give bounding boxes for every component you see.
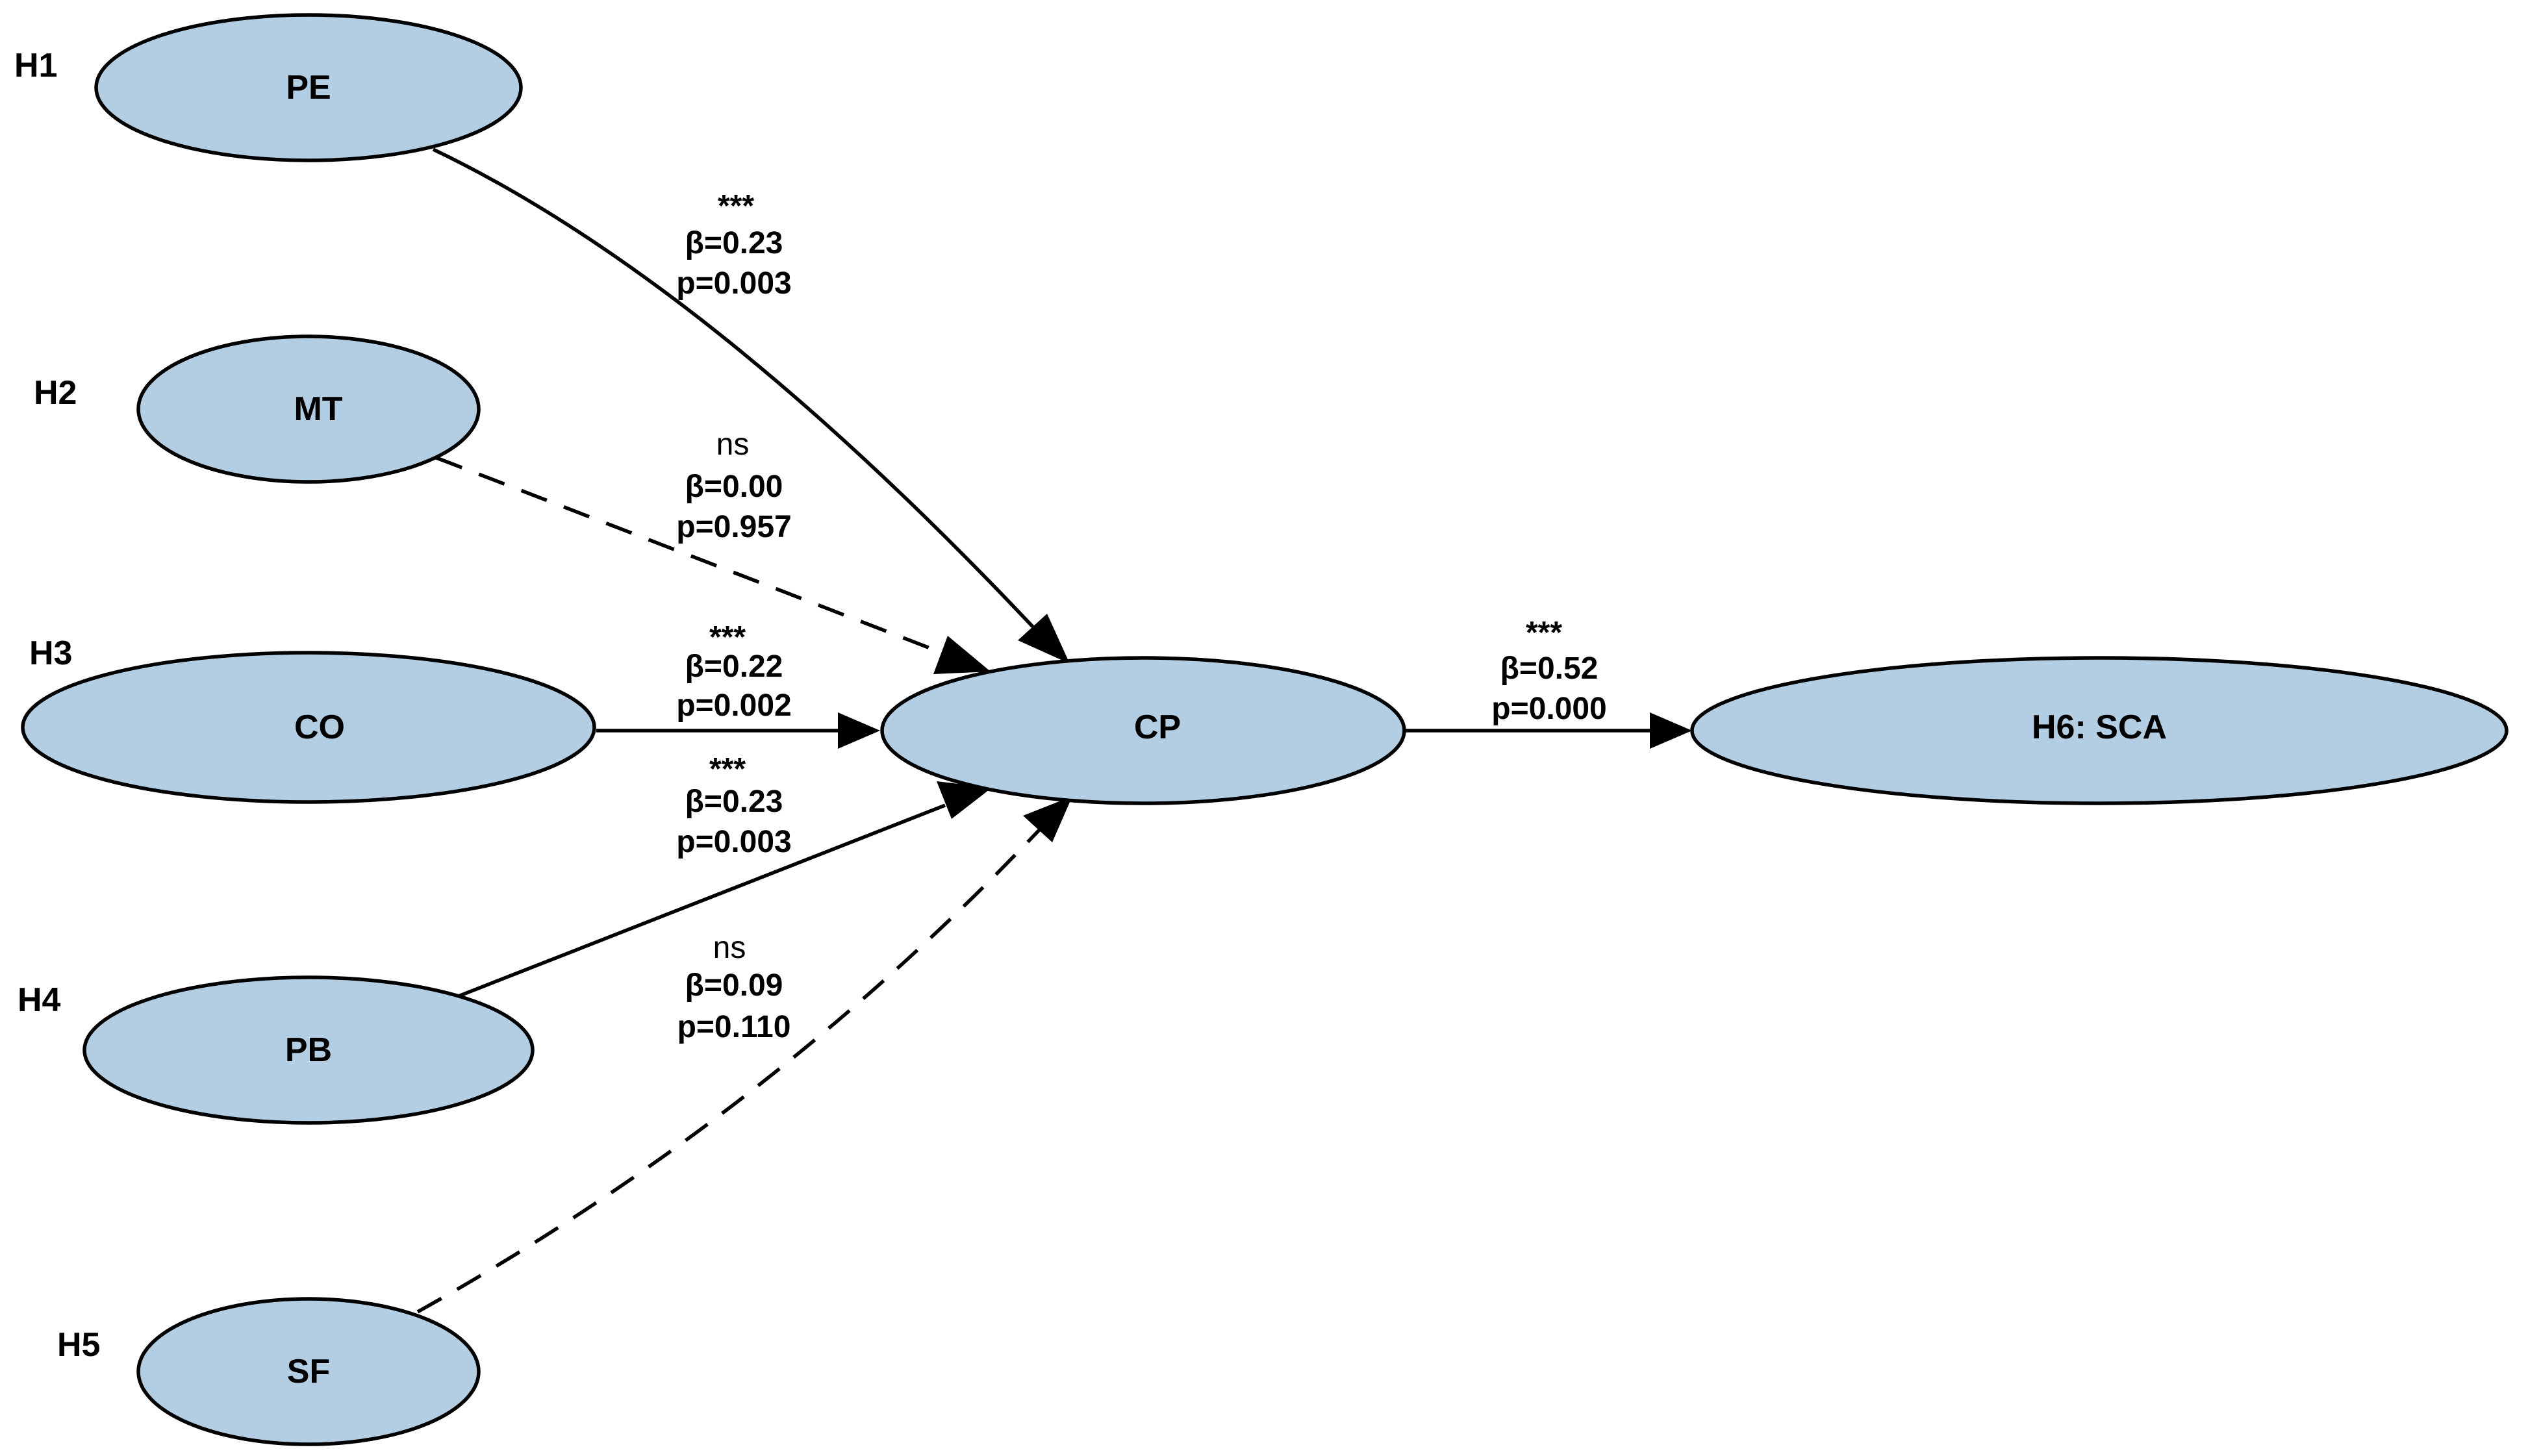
path-label-cp-sca-beta: β=0.52 <box>1500 651 1599 686</box>
node-co-shape <box>21 651 596 804</box>
node-sf: SF <box>136 1297 481 1446</box>
path-label-co-cp-p: p=0.002 <box>676 688 791 723</box>
node-cp: CP <box>880 656 1406 805</box>
node-mt: MT <box>136 334 481 484</box>
edge-co-cp-arrowhead <box>838 712 880 749</box>
path-label-pb-cp-p: p=0.003 <box>676 825 791 859</box>
path-label-pe-cp: *** β=0.23 p=0.003 <box>676 189 791 301</box>
hypothesis-label-h5: H5 <box>57 1326 100 1364</box>
path-label-mt-cp-beta: β=0.00 <box>685 470 783 504</box>
edge-pe-cp-arrowhead <box>1018 614 1070 664</box>
node-sf-shape <box>136 1297 481 1446</box>
hypothesis-label-h1: H1 <box>14 47 57 84</box>
edge-mt-cp-arrowhead <box>933 636 991 674</box>
node-mt-shape <box>136 334 481 484</box>
hypothesis-label-h3: H3 <box>29 634 72 672</box>
edge-pb-cp <box>455 803 946 999</box>
node-cp-shape <box>880 656 1406 805</box>
hypothesis-labels: H1 H2 H3 H4 H5 <box>14 47 100 1364</box>
edge-sf-cp-arrowhead <box>1023 796 1072 842</box>
path-label-cp-sca-p: p=0.000 <box>1491 692 1606 726</box>
path-label-mt-cp: ns β=0.00 p=0.957 <box>676 427 791 544</box>
path-label-pe-cp-p: p=0.003 <box>676 266 791 301</box>
node-pb-label: PB <box>285 1031 332 1069</box>
node-sca: H6: SCA <box>1690 656 2509 805</box>
path-label-sf-cp: ns β=0.09 p=0.110 <box>677 931 791 1044</box>
path-label-sf-cp-significance: ns <box>713 931 746 965</box>
hypothesis-label-h4: H4 <box>18 981 61 1019</box>
path-label-pb-cp-significance: *** <box>709 752 746 786</box>
path-label-mt-cp-p: p=0.957 <box>676 510 791 544</box>
node-pb-shape <box>82 975 535 1125</box>
hypothesis-label-h2: H2 <box>34 374 77 412</box>
path-label-co-cp: *** β=0.22 p=0.002 <box>676 620 791 723</box>
edge-pb-cp-arrowhead <box>937 781 992 819</box>
node-mt-label: MT <box>294 390 342 428</box>
node-pe: PE <box>94 13 523 162</box>
path-label-co-cp-significance: *** <box>709 620 746 655</box>
path-label-pb-cp: *** β=0.23 p=0.003 <box>676 752 791 859</box>
path-label-cp-sca-significance: *** <box>1526 616 1562 650</box>
path-label-mt-cp-significance: ns <box>716 427 750 462</box>
node-sca-shape <box>1690 656 2509 805</box>
node-sca-label: H6: SCA <box>2032 709 2167 746</box>
node-pe-shape <box>94 13 523 162</box>
path-label-pe-cp-significance: *** <box>718 189 754 223</box>
nodes: PE MT CO PB SF CP H6: SCA <box>21 13 2509 1446</box>
edges <box>416 147 1692 1314</box>
edge-cp-sca-arrowhead <box>1650 712 1692 749</box>
node-co-label: CO <box>294 709 345 746</box>
edge-sf-cp <box>416 829 1041 1314</box>
path-label-pb-cp-beta: β=0.23 <box>685 784 783 819</box>
path-label-sf-cp-p: p=0.110 <box>677 1010 791 1044</box>
node-cp-label: CP <box>1134 709 1181 746</box>
edge-pe-cp <box>432 147 1034 628</box>
path-label-sf-cp-beta: β=0.09 <box>685 968 783 1003</box>
path-label-pe-cp-beta: β=0.23 <box>685 226 783 260</box>
node-pe-label: PE <box>286 69 331 107</box>
node-sf-label: SF <box>287 1353 330 1390</box>
node-pb: PB <box>82 975 535 1125</box>
node-co: CO <box>21 651 596 804</box>
path-label-cp-sca: *** β=0.52 p=0.000 <box>1491 616 1606 726</box>
path-label-co-cp-beta: β=0.22 <box>685 649 783 684</box>
